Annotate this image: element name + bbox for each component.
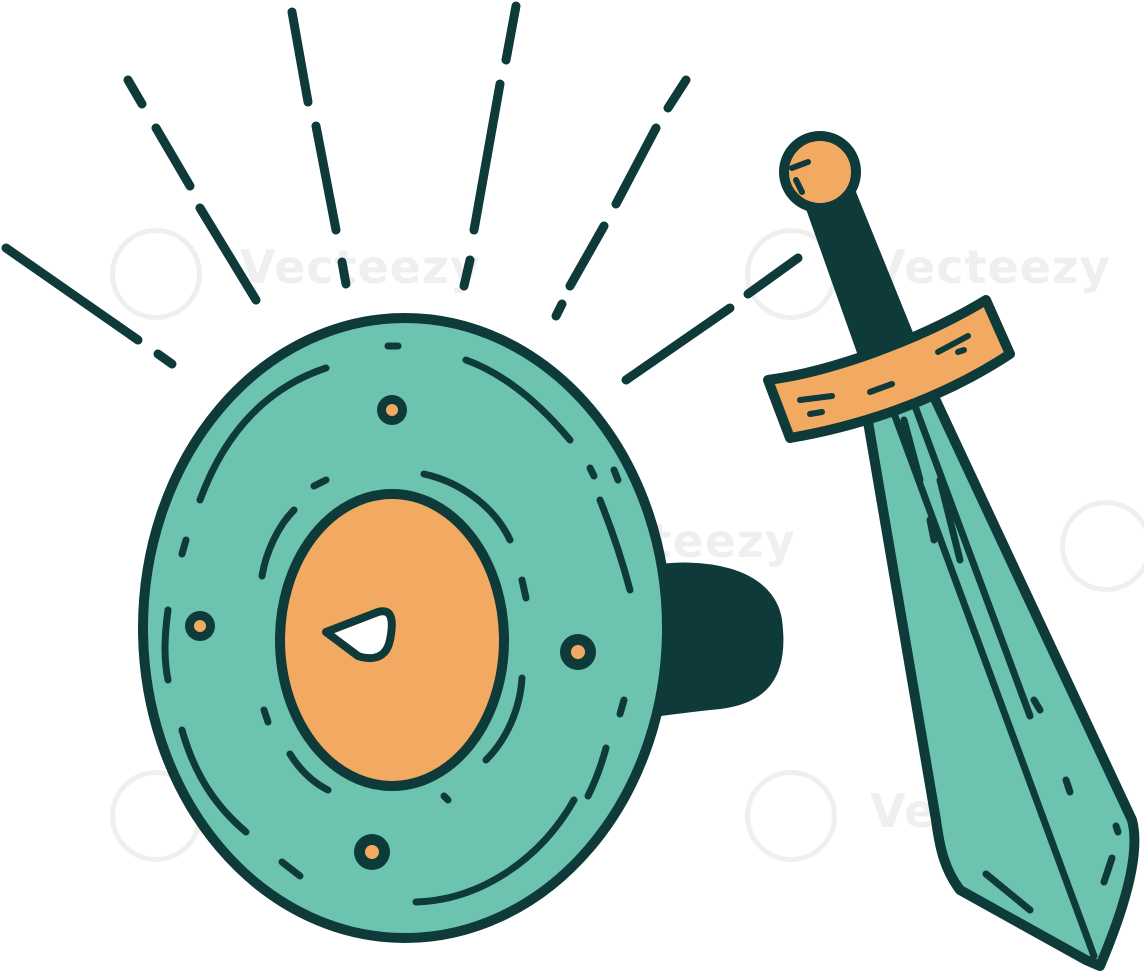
sword-icon: [763, 131, 1140, 971]
shield-rivets: [185, 395, 596, 870]
round-shield-icon: [138, 313, 672, 943]
shield-handle: [641, 562, 784, 718]
shine-lines-icon: [1, 1, 803, 385]
